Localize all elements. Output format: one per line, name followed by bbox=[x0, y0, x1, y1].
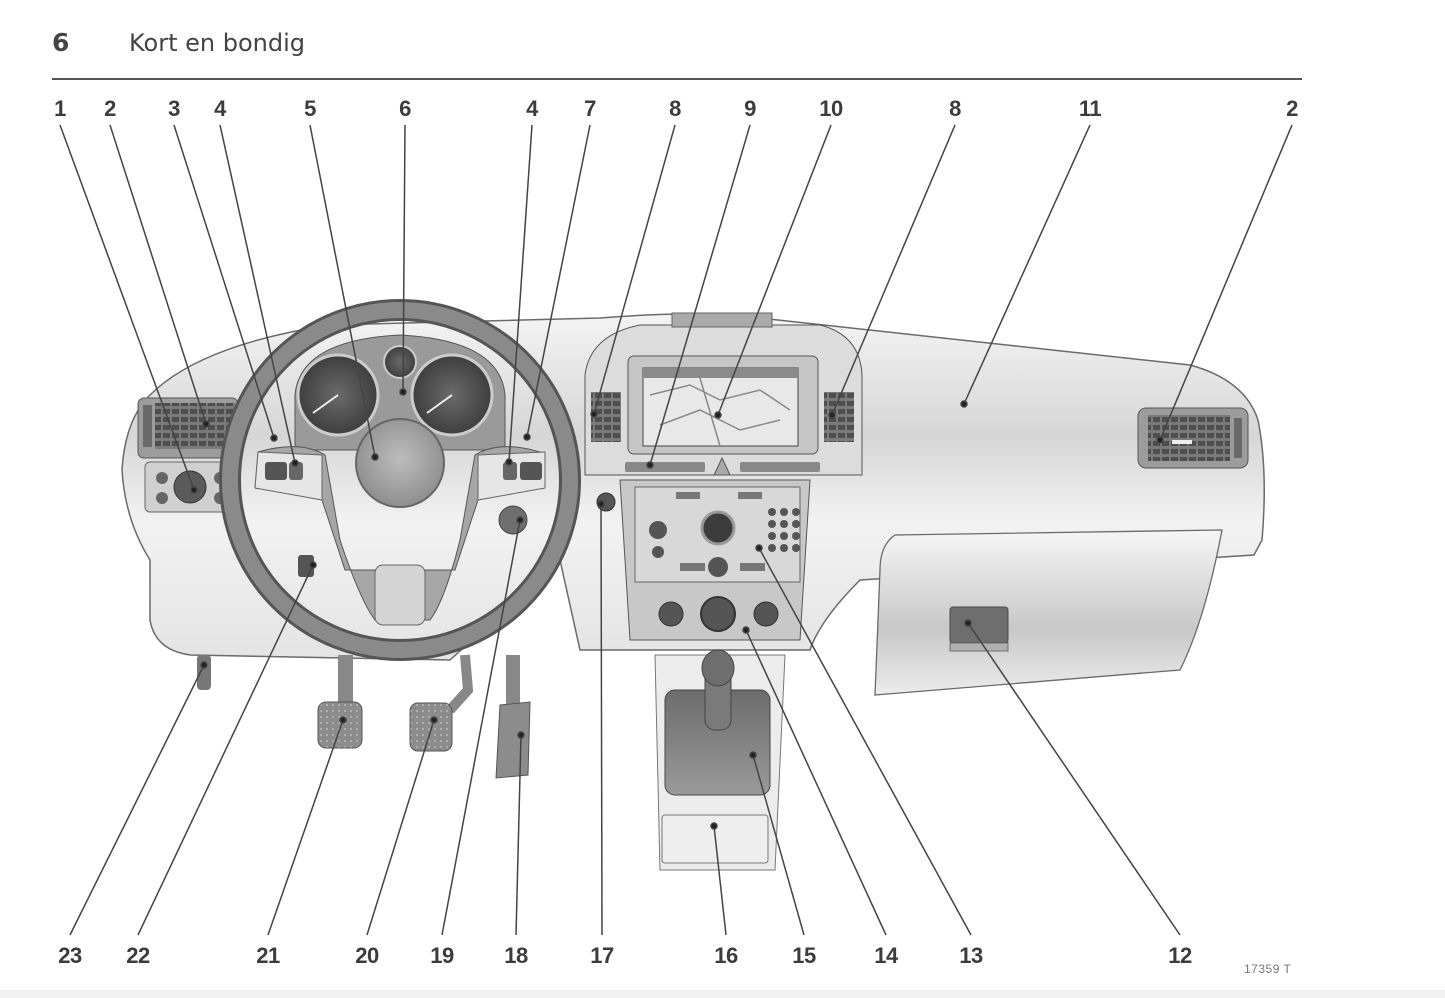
callout-4-right: 4 bbox=[526, 96, 538, 121]
page-number: 6 bbox=[52, 28, 70, 57]
callout-8: 8 bbox=[669, 96, 681, 121]
leader-lines-bottom bbox=[69, 500, 1181, 936]
callout-4: 4 bbox=[214, 96, 226, 121]
callout-21: 21 bbox=[256, 943, 280, 968]
gear-console bbox=[654, 649, 786, 871]
figure-code: 17359 T bbox=[1244, 962, 1292, 976]
callout-8-right: 8 bbox=[949, 96, 961, 121]
callout-13: 13 bbox=[959, 943, 983, 968]
callout-11: 11 bbox=[1078, 96, 1102, 121]
callout-10: 10 bbox=[819, 96, 843, 121]
leader-lines bbox=[59, 124, 1293, 494]
callout-18: 18 bbox=[504, 943, 528, 968]
callout-17: 17 bbox=[590, 943, 614, 968]
callout-2-right: 2 bbox=[1286, 96, 1298, 121]
glovebox bbox=[874, 529, 1223, 696]
callout-16: 16 bbox=[714, 943, 738, 968]
right-vent bbox=[1137, 407, 1249, 469]
steering-wheel bbox=[219, 299, 581, 661]
header-rule bbox=[52, 78, 1302, 80]
callout-19: 19 bbox=[430, 943, 454, 968]
callout-15: 15 bbox=[792, 943, 816, 968]
left-vent-panel bbox=[137, 397, 239, 513]
callout-22: 22 bbox=[126, 943, 150, 968]
callout-7: 7 bbox=[584, 96, 596, 121]
callout-23: 23 bbox=[58, 943, 82, 968]
pedals bbox=[197, 654, 531, 779]
page-bottom-band bbox=[0, 990, 1445, 998]
callout-12: 12 bbox=[1168, 943, 1192, 968]
callout-5: 5 bbox=[304, 96, 316, 121]
callout-3: 3 bbox=[168, 96, 180, 121]
callout-20: 20 bbox=[355, 943, 379, 968]
callout-14: 14 bbox=[874, 943, 898, 968]
callout-1: 1 bbox=[54, 96, 66, 121]
callout-2: 2 bbox=[104, 96, 116, 121]
callout-6: 6 bbox=[399, 96, 411, 121]
callout-9: 9 bbox=[744, 96, 756, 121]
page-title: Kort en bondig bbox=[129, 29, 306, 57]
